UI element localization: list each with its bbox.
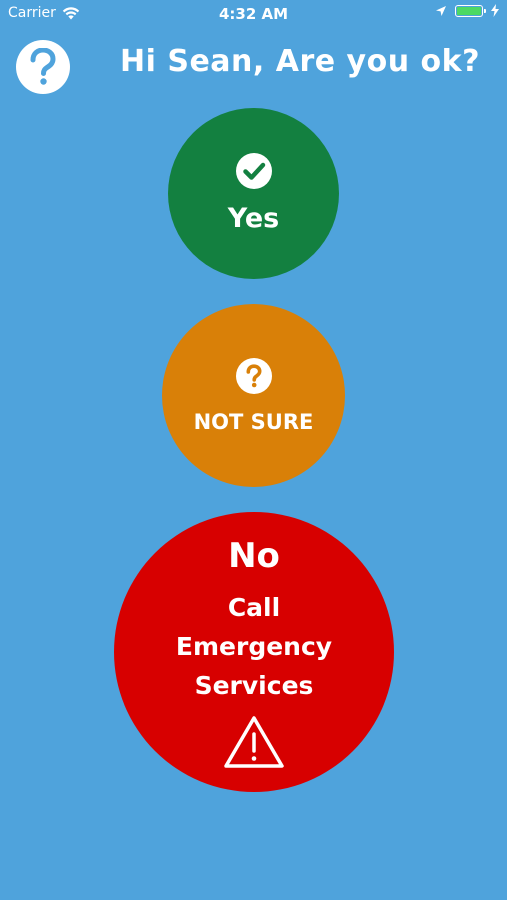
not-sure-button[interactable]: NOT SURE xyxy=(162,304,345,487)
no-sublabel-line1: Call xyxy=(227,592,281,622)
battery-icon xyxy=(455,4,486,17)
status-right-group xyxy=(435,4,499,17)
yes-button[interactable]: Yes xyxy=(168,108,339,279)
page-title: Hi Sean, Are you ok? xyxy=(120,44,480,79)
carrier-label: Carrier xyxy=(8,5,56,21)
status-time: 4:32 AM xyxy=(218,5,289,23)
status-carrier: Carrier xyxy=(8,5,80,21)
no-call-emergency-button[interactable]: No Call Emergency Services xyxy=(114,512,394,792)
check-circle-icon xyxy=(235,153,272,189)
no-sublabel-line2: Emergency xyxy=(175,631,333,661)
question-mark-icon xyxy=(30,48,56,85)
charging-bolt-icon xyxy=(491,4,499,17)
location-arrow-icon xyxy=(436,5,446,16)
question-circle-icon xyxy=(235,357,272,394)
no-label: No xyxy=(228,535,280,576)
battery-fill xyxy=(457,6,481,15)
status-bar: Carrier 4:32 AM xyxy=(0,0,507,28)
yes-label: Yes xyxy=(227,203,280,234)
warning-triangle-icon xyxy=(224,715,284,768)
wifi-icon xyxy=(62,6,80,19)
no-sublabel-line3: Services xyxy=(194,670,314,700)
help-button[interactable] xyxy=(16,40,70,94)
not-sure-label: NOT SURE xyxy=(193,409,314,434)
